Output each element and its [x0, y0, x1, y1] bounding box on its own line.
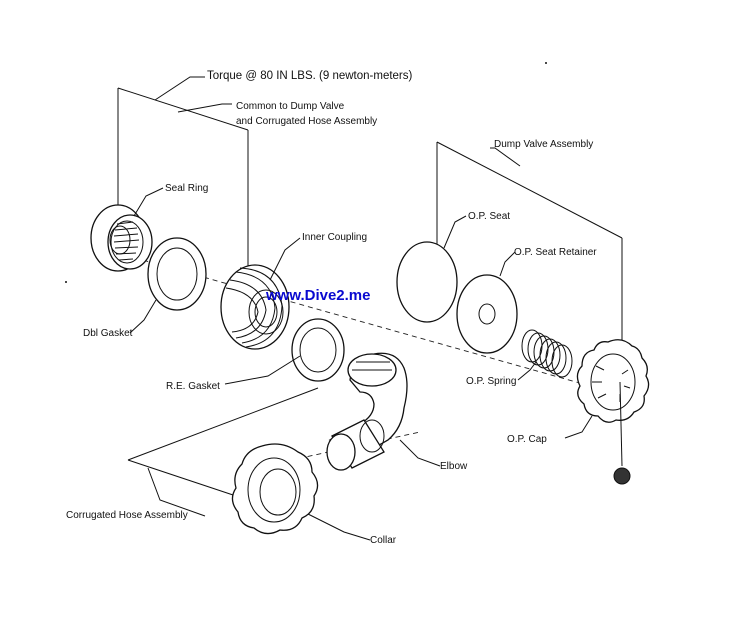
op-seat-part: [396, 241, 458, 323]
seal-ring-label: Seal Ring: [165, 183, 208, 194]
re-gasket-label: R.E. Gasket: [166, 381, 220, 392]
collar-part: [231, 443, 319, 535]
stray-dot: [545, 62, 547, 64]
leader-lines: [129, 187, 593, 541]
elbow-label: Elbow: [440, 461, 468, 472]
labels: Torque @ 80 IN LBS. (9 newton-meters) Co…: [66, 70, 597, 546]
dump-valve-bracket: [436, 141, 623, 350]
stray-dot: [65, 281, 67, 283]
elbow-part: [326, 352, 408, 471]
dbl-gasket-part: [147, 237, 207, 311]
inner-coupling-label: Inner Coupling: [302, 232, 367, 243]
op-cap-part: [576, 339, 650, 485]
op-seat-label: O.P. Seat: [468, 211, 510, 222]
collar-label: Collar: [370, 535, 397, 546]
inner-coupling-part: [220, 264, 290, 350]
op-cap-label: O.P. Cap: [507, 434, 547, 445]
seal-ring-part: [90, 204, 153, 272]
common-label-line2: and Corrugated Hose Assembly: [236, 116, 377, 127]
op-seat-retainer-part: [456, 274, 518, 354]
re-gasket-part: [291, 318, 345, 382]
op-seat-retainer-label: O.P. Seat Retainer: [514, 247, 597, 258]
corrugated-hose-assembly-label: Corrugated Hose Assembly: [66, 510, 188, 521]
dbl-gasket-label: Dbl Gasket: [83, 328, 133, 339]
op-spring-label: O.P. Spring: [466, 376, 516, 387]
common-label-line1: Common to Dump Valve: [236, 101, 345, 112]
op-spring-part: [521, 329, 573, 378]
torque-bracket: [117, 76, 249, 276]
torque-label: Torque @ 80 IN LBS. (9 newton-meters): [207, 70, 413, 82]
watermark-text: www.Dive2.me: [265, 287, 371, 304]
dump-valve-assembly-label: Dump Valve Assembly: [494, 139, 593, 150]
